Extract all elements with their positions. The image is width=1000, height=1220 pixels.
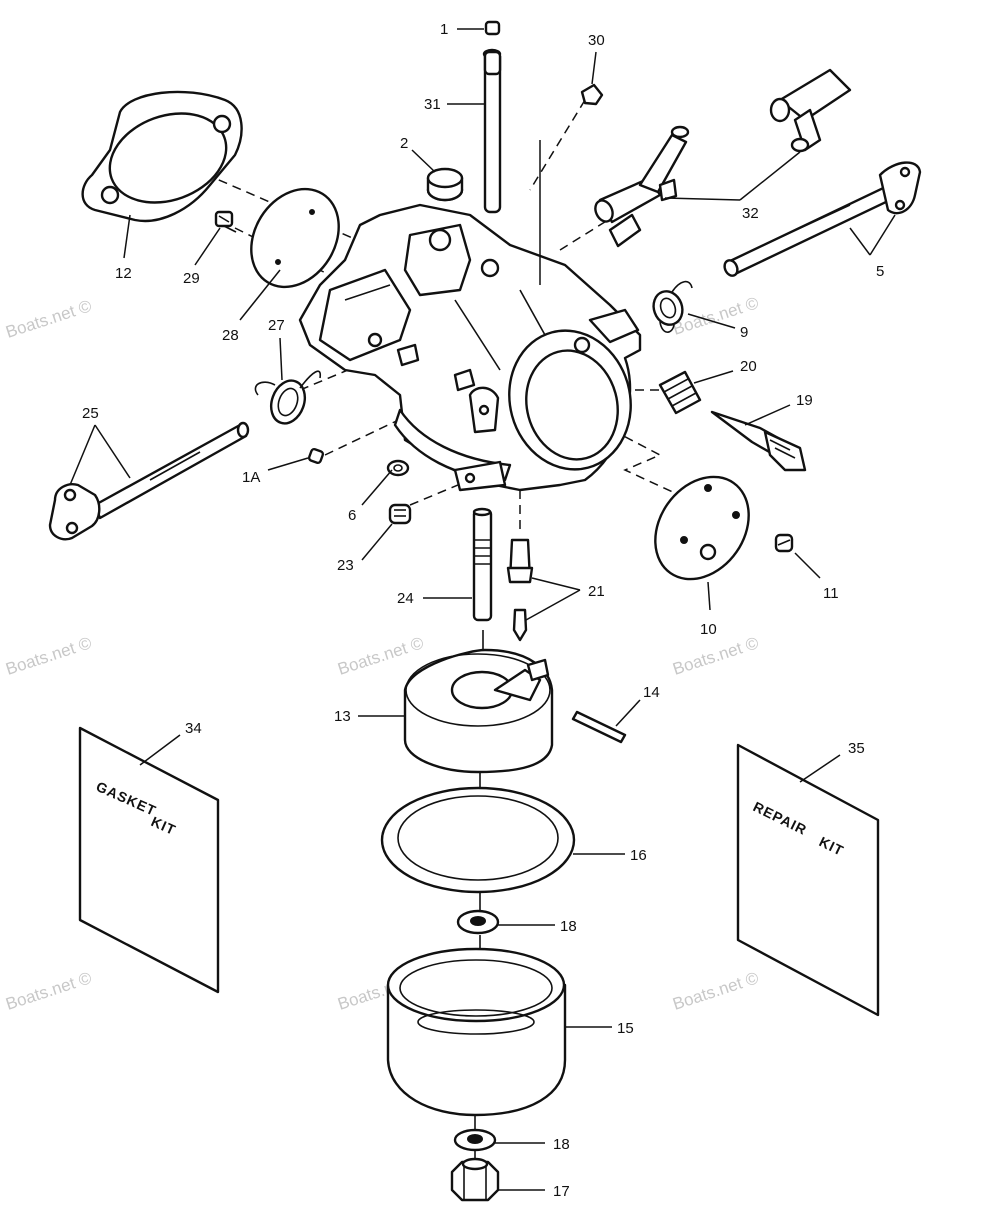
plate-10 [654,475,750,581]
callout-35: 35 [848,740,865,757]
callout-1: 1 [440,21,448,38]
callout-16: 16 [630,847,647,864]
callout-18-lower: 18 [553,1136,570,1153]
throttle-shaft-25 [48,421,250,541]
watermark: Boats.net © [335,633,426,679]
callout-18-upper: 18 [560,918,577,935]
callout-20: 20 [740,358,757,375]
callout-21: 21 [588,583,605,600]
callout-29: 29 [183,270,200,287]
washer-18-upper [456,909,500,935]
pin-14 [571,710,627,744]
callout-11: 11 [823,585,839,602]
plug-1a [307,447,325,465]
float-13 [403,648,554,774]
needle-screw-19 [710,410,807,472]
carburetor-body [298,203,642,492]
gasket-12 [81,90,243,223]
callout-17: 17 [553,1183,570,1200]
spring-20 [658,370,702,415]
watermark: Boats.net © [3,296,94,342]
fittings-32 [594,68,852,248]
tube-31 [482,48,502,214]
cap-2 [426,167,464,202]
callout-30: 30 [588,32,605,49]
callout-2: 2 [400,135,408,152]
callout-31: 31 [424,96,441,113]
choke-shaft-5 [723,161,922,277]
repair-kit-35: REPAIR KIT [736,743,880,1017]
nut-1 [484,20,501,36]
washer-6 [386,459,410,477]
screw-30 [580,83,604,106]
callout-5: 5 [876,263,884,280]
throttle-plate-28 [250,187,340,289]
spring-27 [254,370,322,425]
screw-29 [214,210,237,233]
watermark: Boats.net © [3,633,94,679]
callout-32: 32 [742,205,759,222]
screw-23 [388,503,412,525]
callout-1a: 1A [242,469,260,486]
callout-10: 10 [700,621,717,638]
callout-labels: 1 31 2 30 12 29 28 27 25 1A 6 23 24 21 3… [82,21,884,1200]
callout-24: 24 [397,590,414,607]
gasket-kit-34: GASKET KIT [78,726,220,994]
callout-19: 19 [796,392,813,409]
callout-25: 25 [82,405,99,422]
spring-9 [652,280,693,333]
callout-6: 6 [348,507,356,524]
nut-17 [450,1157,500,1202]
gasket-ring-16 [380,786,576,894]
needle-seat-21 [506,538,534,642]
watermark: Boats.net © [3,968,94,1014]
callout-23: 23 [337,557,354,574]
callout-13: 13 [334,708,351,725]
callout-9: 9 [740,324,748,341]
callout-28: 28 [222,327,239,344]
callout-27: 27 [268,317,285,334]
callout-15: 15 [617,1020,634,1037]
washer-18-lower [453,1128,497,1152]
leader-lines [69,28,896,1191]
watermark: Boats.net © [670,968,761,1014]
callout-14: 14 [643,684,660,701]
tube-24 [472,507,493,622]
screw-11 [774,533,794,553]
callout-34: 34 [185,720,202,737]
callout-12: 12 [115,265,132,282]
watermark: Boats.net © [670,633,761,679]
float-bowl-15 [386,947,567,1117]
